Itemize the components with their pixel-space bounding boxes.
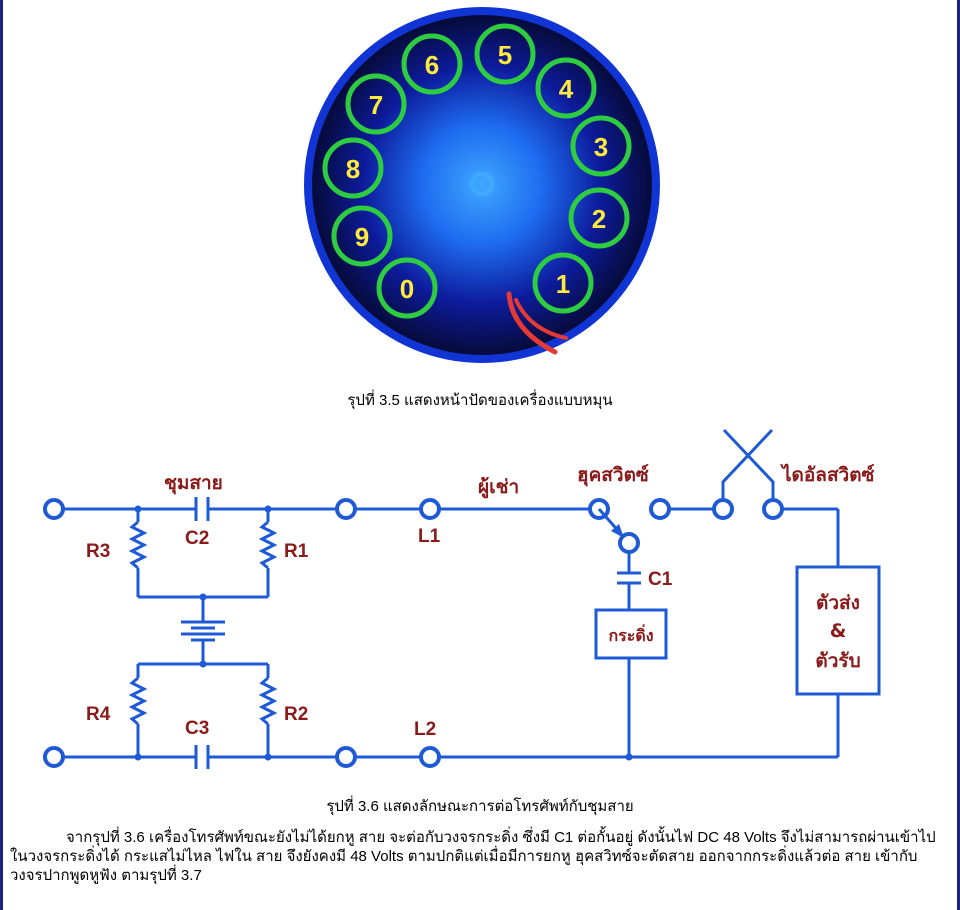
label-hybrid: ชุมสาย [164, 472, 223, 495]
terminal-l2 [419, 746, 441, 768]
label-l2: L2 [414, 719, 436, 740]
hookswitch-contact-ringer [618, 532, 640, 554]
capacitor-c1 [617, 571, 641, 585]
finger-hole-0[interactable]: 0 [376, 257, 438, 319]
label-r2: R2 [284, 704, 308, 725]
digit-label: 4 [559, 74, 574, 104]
handset-label-receiver: ตัวรับ [815, 650, 860, 672]
junction-dots [134, 505, 633, 761]
finger-hole-4[interactable]: 4 [535, 57, 597, 119]
finger-hole-6[interactable]: 6 [401, 33, 463, 95]
capacitor-c3 [190, 745, 214, 769]
digit-label: 2 [592, 204, 606, 234]
body-paragraph: จากรุปที่ 3.6 เครื่องโทรศัพท์ขณะยังไม่ได… [10, 829, 936, 884]
terminal-top-mid [335, 498, 357, 520]
dialswitch-contact-left [712, 498, 734, 520]
digit-label: 1 [556, 269, 570, 299]
label-hookswitch: ฮุคสวิตซ์ [577, 464, 649, 487]
dial-center-hole [469, 171, 495, 197]
resistor-r3 [128, 520, 148, 570]
dialswitch-contact-right [762, 498, 784, 520]
label-c3: C3 [185, 718, 209, 739]
hookswitch-contact-handset [649, 498, 671, 520]
label-subscriber: ผู้เช่า [478, 476, 519, 499]
finger-hole-1[interactable]: 1 [532, 252, 594, 314]
finger-hole-5[interactable]: 5 [474, 23, 536, 85]
dial-face [312, 15, 652, 355]
resistor-r4 [128, 676, 148, 726]
dialswitch-cross-icon [721, 428, 775, 500]
handset-label-transmitter: ตัวส่ง [816, 592, 860, 614]
finger-hole-2[interactable]: 2 [568, 187, 630, 249]
resistor-r2 [258, 676, 278, 726]
finger-hole-8[interactable]: 8 [322, 137, 384, 199]
ringer-label: กระดิ่ง [608, 624, 653, 645]
label-l1: L1 [418, 526, 441, 547]
ringer-box [594, 608, 668, 660]
digit-label: 8 [346, 154, 360, 184]
resistor-r1 [258, 520, 278, 570]
circuit-wires [63, 507, 840, 759]
finger-hole-3[interactable]: 3 [570, 115, 632, 177]
digit-label: 9 [355, 222, 369, 252]
battery-icon [181, 620, 225, 642]
label-r3: R3 [86, 541, 110, 562]
figure-3-6-caption: รุปที่ 3.6 แสดงลักษณะการต่อโทรศัพท์กับชุ… [326, 798, 634, 815]
label-dialswitch: ไดอัลสวิตซ์ [780, 463, 875, 486]
figure-3-5-caption: รุปที่ 3.5 แสดงหน้าปัดของเครื่องแบบหมุน [347, 392, 613, 409]
digit-label: 3 [594, 132, 608, 162]
capacitor-c2 [190, 497, 214, 521]
terminal-bottom-left [43, 746, 65, 768]
finger-hole-7[interactable]: 7 [345, 73, 407, 135]
terminal-bottom-mid [335, 746, 357, 768]
terminal-top-left [43, 498, 65, 520]
label-r1: R1 [284, 541, 309, 562]
digit-label: 7 [369, 90, 383, 120]
hookswitch-arm [597, 508, 624, 538]
digit-label: 5 [498, 40, 512, 70]
label-c2: C2 [185, 528, 209, 549]
label-c1: C1 [648, 569, 673, 590]
handset-box [795, 565, 881, 696]
digit-label: 6 [425, 50, 439, 80]
digit-label: 0 [400, 274, 414, 304]
finger-stop-icon [506, 291, 568, 355]
finger-hole-9[interactable]: 9 [331, 205, 393, 267]
terminal-l1 [419, 498, 441, 520]
handset-label-ampersand: & [830, 620, 847, 642]
label-r4: R4 [86, 704, 111, 725]
